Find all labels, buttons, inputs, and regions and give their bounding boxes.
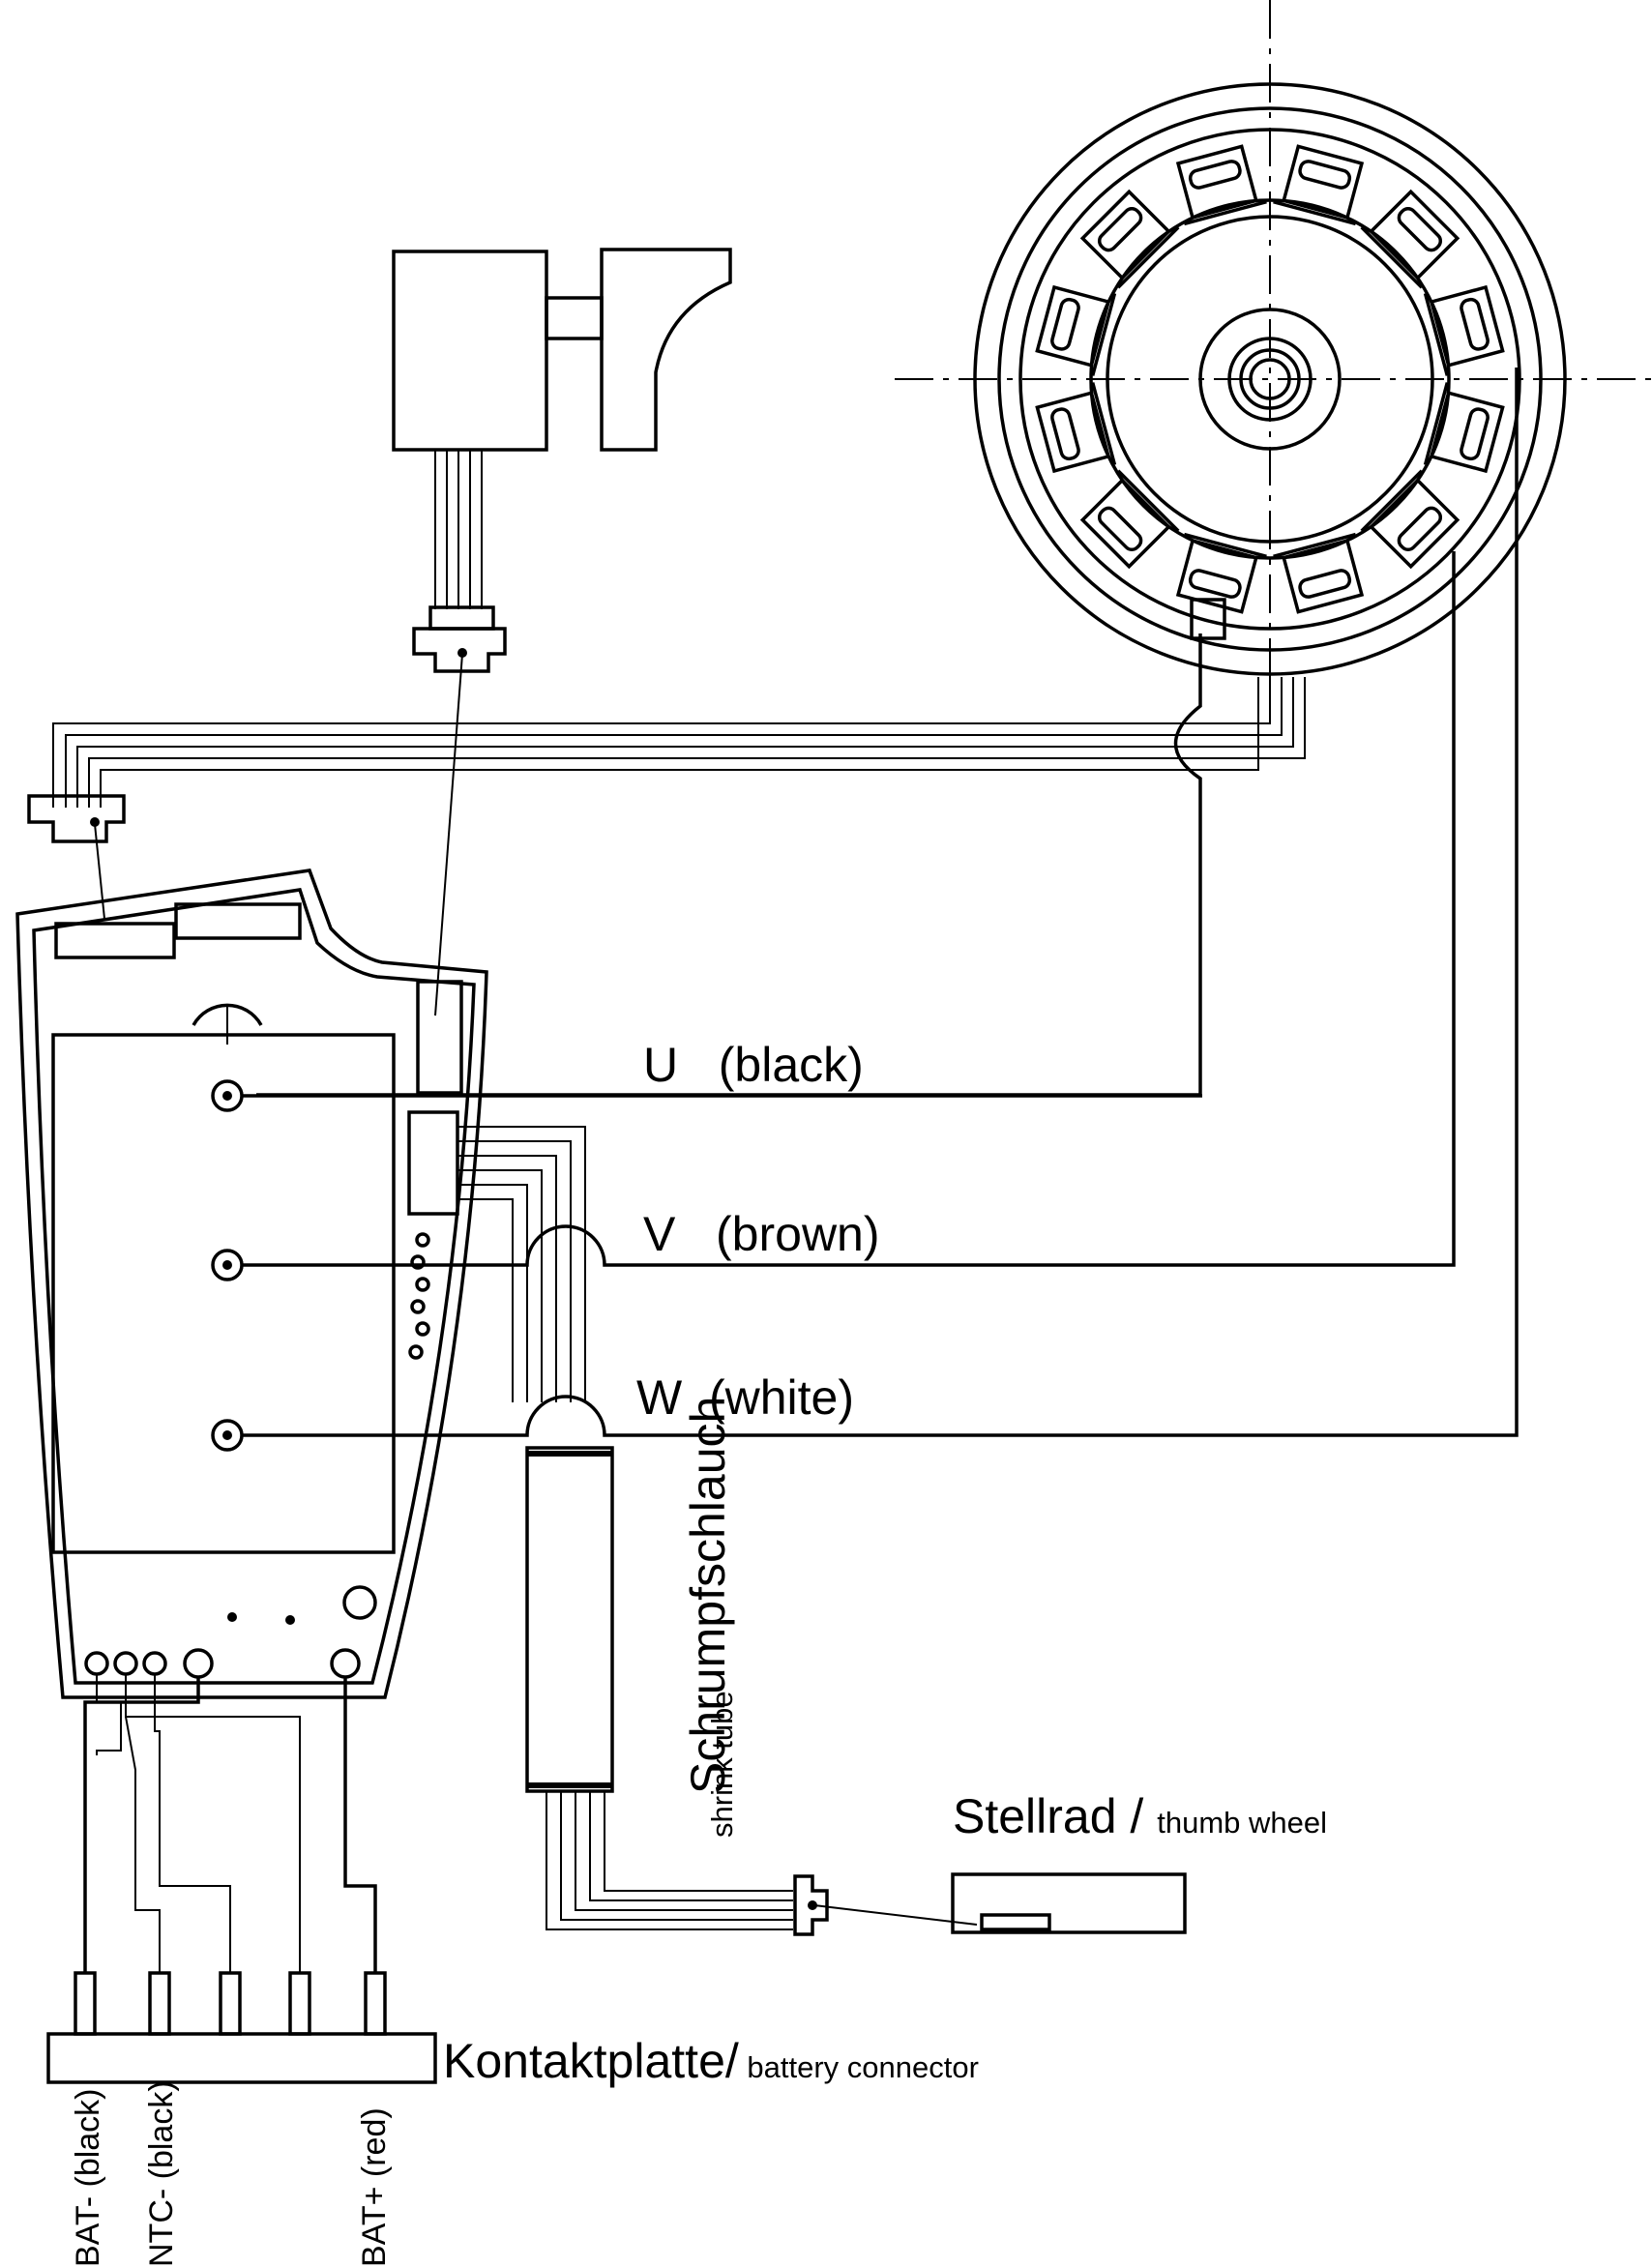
thumb-wheel (951, 1872, 1187, 1934)
thumb-wheel-en-label: thumb wheel (1157, 1806, 1327, 1840)
bldc-motor (895, 0, 1652, 677)
battery-connector (46, 1675, 437, 2084)
stator-tooth (1079, 189, 1180, 289)
stator-tooth (1175, 532, 1267, 614)
stator-tooth (1273, 144, 1365, 226)
thumb-wheel-label: Stellrad / thumb wheel (953, 1789, 1327, 1843)
battery-connector-label: Kontaktplatte/ battery connector (443, 2034, 979, 2088)
trigger-switch (392, 248, 732, 1016)
stator-tooth (1035, 382, 1117, 474)
controller-pcb (15, 869, 488, 1699)
phase-wires (242, 368, 1519, 1437)
battery-connector-en-label: battery connector (739, 2050, 979, 2084)
motor-sensor-cable (27, 633, 1306, 1097)
phase-u-label: U (black) (643, 1038, 864, 1092)
bat-plus-label: BAT+ (red) (356, 2107, 393, 2267)
ntc-minus-label: NTC- (black) (143, 2080, 180, 2267)
shrink-tube (525, 1446, 978, 1936)
shrink-tube-de-label: Schrumpfschlauch (681, 1397, 735, 1794)
phase-v-label: V (brown) (643, 1207, 880, 1261)
stator-tooth (1035, 284, 1117, 376)
stator-tooth (1360, 469, 1460, 570)
battery-connector-de-label: Kontaktplatte/ (443, 2034, 739, 2088)
stator-tooth (1079, 469, 1180, 570)
stator-tooth (1423, 382, 1505, 474)
stator-tooth (1360, 189, 1460, 289)
bat-minus-label: BAT- (black) (70, 2088, 106, 2267)
shrink-tube-en-label: shrink tube (705, 1691, 739, 1838)
phase-w-label: W (white) (636, 1370, 854, 1425)
stator-tooth (1423, 284, 1505, 376)
stator-tooth (1175, 144, 1267, 226)
stator-teeth (1035, 144, 1505, 614)
thumb-wheel-de-label: Stellrad / (953, 1789, 1157, 1843)
stator-tooth (1273, 532, 1365, 614)
